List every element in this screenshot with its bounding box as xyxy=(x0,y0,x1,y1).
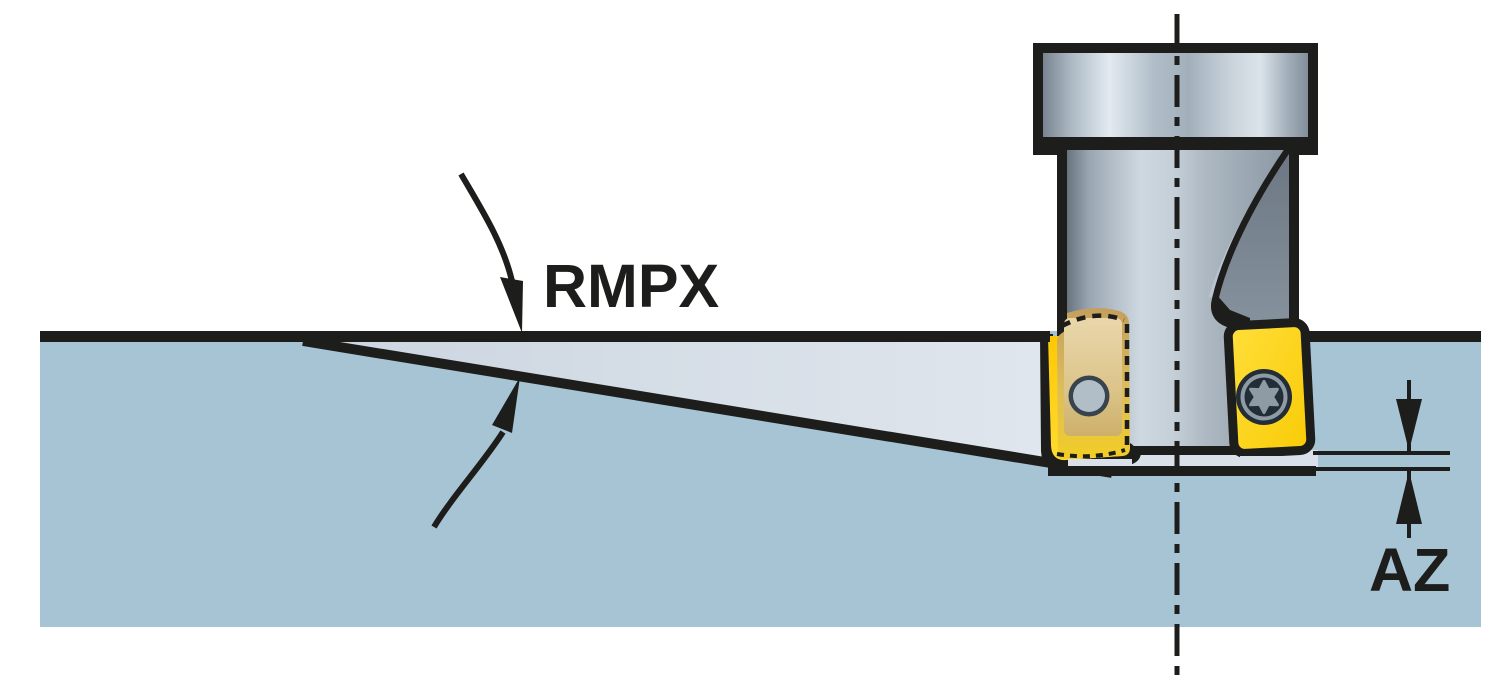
flute-curve xyxy=(1211,146,1292,333)
sliver-mid xyxy=(1143,455,1230,467)
az-dimension: AZ xyxy=(1313,380,1450,604)
sliver-left xyxy=(1068,459,1132,467)
rmpx-upper-arc xyxy=(458,172,515,282)
sliver-right xyxy=(1240,456,1302,467)
flute-face xyxy=(1214,146,1289,334)
torx-screw xyxy=(1236,369,1292,425)
right-insert xyxy=(1223,318,1316,458)
ramp-angle-label: RMPX xyxy=(543,252,720,320)
left-insert xyxy=(1040,307,1141,470)
axial-depth-label: AZ xyxy=(1369,536,1450,604)
rmpx-angle-annotation: RMPX xyxy=(431,172,720,529)
rmpx-lower-arrowhead xyxy=(492,377,520,433)
rmpx-upper-arrowhead xyxy=(500,277,523,333)
rmpx-lower-arc xyxy=(431,430,506,529)
ramp-slope-line xyxy=(302,336,1113,478)
